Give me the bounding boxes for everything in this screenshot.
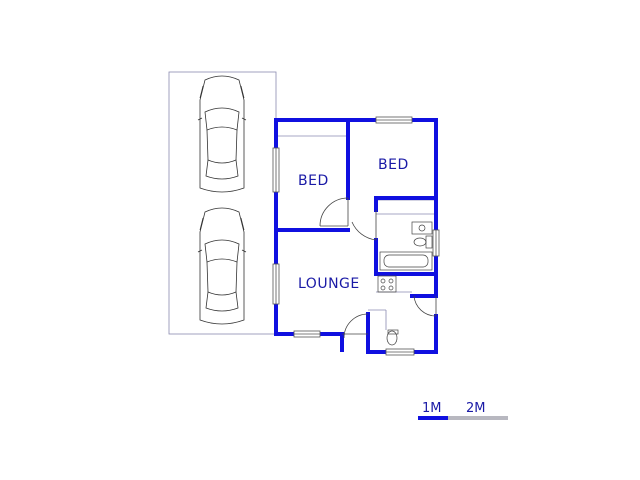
car-bottom [197, 207, 247, 325]
scale-label-1m: 1M [422, 401, 442, 416]
windows [272, 116, 440, 356]
scale-bar [418, 416, 508, 420]
fixtures [377, 221, 433, 346]
room-label-lounge: LOUNGE [298, 276, 360, 292]
car-top [197, 75, 247, 193]
room-label-bed-1: BED [298, 173, 329, 189]
walls [274, 118, 438, 354]
room-label-bed-2: BED [378, 157, 409, 173]
doors [319, 197, 437, 339]
scale-label-2m: 2M [466, 401, 486, 416]
